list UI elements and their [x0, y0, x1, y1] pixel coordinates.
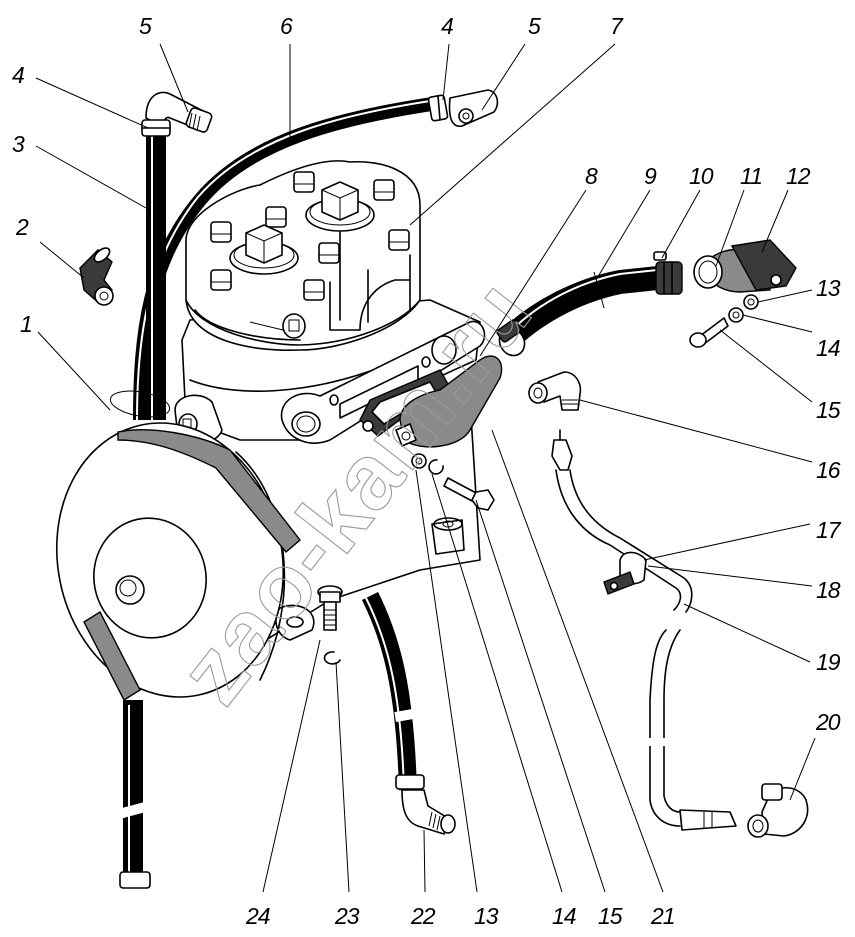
gasket-12: [730, 239, 797, 291]
callout-10: 10: [689, 163, 714, 189]
callout-12: 12: [786, 163, 811, 189]
spring-washer-14-right: [728, 307, 744, 323]
bolt: [210, 221, 232, 243]
callout-labels: 1 2 3 4 5 6 4 5 7 8 9 10 11 12 13 14 15 …: [12, 13, 843, 929]
callout-20: 20: [815, 709, 841, 735]
bolt: [388, 229, 410, 251]
hose-clamp-4-left: [141, 119, 171, 137]
hose-9: [498, 264, 678, 357]
callout-4b: 4: [441, 13, 453, 39]
bolt-15-right: [689, 317, 729, 348]
callout-8: 8: [585, 163, 598, 189]
callout-23: 23: [334, 903, 360, 929]
oil-line-19: [551, 429, 737, 831]
hose-3-lower: [119, 700, 151, 889]
callout-21: 21: [650, 903, 675, 929]
spring-washer-14: [428, 459, 444, 475]
callout-4: 4: [12, 62, 24, 88]
hose-3: [146, 130, 166, 420]
callout-1: 1: [20, 311, 32, 337]
bolt-24: [317, 585, 343, 631]
head-bolts: [210, 171, 410, 301]
callout-11: 11: [740, 163, 762, 189]
hose-6: [133, 97, 434, 421]
callout-6: 6: [280, 13, 293, 39]
washer-13-right: [743, 294, 759, 310]
bolt: [303, 279, 325, 301]
callout-22: 22: [410, 903, 436, 929]
callout-15b: 15: [598, 903, 623, 929]
pipe-clip-17: [603, 551, 647, 595]
callout-14: 14: [816, 335, 840, 361]
callout-2: 2: [15, 214, 29, 240]
callout-7: 7: [610, 13, 624, 39]
leader-lines: [35, 43, 816, 893]
callout-5b: 5: [528, 13, 541, 39]
banjo-fitting-5-right: [448, 89, 499, 127]
callout-19: 19: [816, 649, 841, 675]
hex-plug: [229, 224, 299, 275]
outlet-pipe-21: [395, 355, 503, 448]
hose-clamp-10: [653, 251, 683, 295]
callout-16: 16: [816, 457, 841, 483]
callout-13b: 13: [474, 903, 499, 929]
callout-24: 24: [245, 903, 270, 929]
elbow-fitting-22: [401, 789, 456, 835]
elbow-fitting-16: [528, 371, 582, 411]
bolt: [318, 242, 340, 264]
return-hose: [361, 591, 425, 791]
callout-3: 3: [12, 131, 25, 157]
hose-clamp-left: [496, 319, 522, 343]
washer-13: [411, 453, 427, 469]
gasket-8: [359, 369, 449, 437]
callout-17: 17: [816, 517, 842, 543]
hose-clamp-4-right: [427, 94, 449, 122]
hex-plug: [305, 181, 375, 232]
elbow-fitting-20: [747, 783, 809, 838]
callout-14b: 14: [552, 903, 576, 929]
spring-washer-23: [323, 651, 341, 665]
callout-13: 13: [816, 275, 841, 301]
elbow-fitting-2: [79, 247, 114, 306]
bolt: [265, 206, 287, 228]
bolt: [210, 269, 232, 291]
bolt: [293, 171, 315, 193]
bolt: [373, 179, 395, 201]
callout-9: 9: [644, 163, 657, 189]
callout-5: 5: [139, 13, 152, 39]
pulley-1: [55, 390, 301, 701]
callout-18: 18: [816, 577, 841, 603]
callout-15: 15: [816, 397, 841, 423]
